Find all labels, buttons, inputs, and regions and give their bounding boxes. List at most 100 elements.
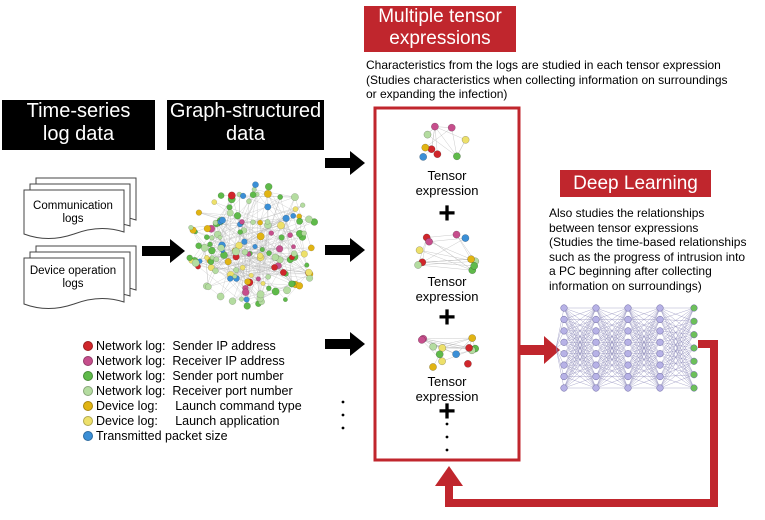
legend-item: Device log: Launch command type [83,399,302,413]
legend-item: Device log: Launch application [83,414,279,428]
nn-node [592,327,600,335]
arrow-docs-to-graph [142,239,185,263]
nn-node [592,338,600,346]
tensor-node [464,359,472,368]
graph-node [264,203,272,211]
graph-node [283,286,291,295]
graph-node [290,212,297,219]
graph-node [249,191,257,199]
graph-node [231,247,240,256]
graph-node [226,209,234,217]
nn-node [560,315,568,323]
nn-node [690,331,698,339]
graph-node [207,241,213,248]
graph-node [188,224,194,231]
legend-dot-icon [83,356,93,366]
communication-logs-label: Communication logs [33,200,113,225]
graph-node [278,234,285,241]
graph-node [287,232,293,238]
feedback-arrowhead [435,466,463,486]
graph-node [288,280,296,288]
graph-node [308,244,315,252]
graph-node [237,229,243,235]
graph-node [264,189,272,198]
graph-node [295,282,304,290]
tensor-node [461,234,470,242]
graph-node [239,219,245,225]
tensor-node [461,135,470,144]
tensor-node [414,261,422,269]
nn-node [690,317,698,325]
legend-item: Network log: Sender port number [83,369,284,383]
graph-node [280,269,287,276]
nn-node [690,371,698,379]
multiple-tensor-header: Multiple tensor expressions [364,6,516,52]
feedback-loop [445,340,718,507]
nn-node [624,373,632,381]
graph-node [301,230,307,236]
graph-node [264,183,273,191]
graph-node [275,245,284,253]
graph-node [212,219,219,226]
arrow-tensor-to-dl [520,336,560,364]
graph-node [250,219,256,225]
nn-node [624,361,632,369]
tensor-node [438,344,447,352]
tensor-node [468,334,477,342]
nn-node [560,350,568,358]
graph-node [239,192,247,200]
graph-node [211,199,218,205]
tensor-description: Characteristics from the logs are studie… [366,58,728,101]
nn-node [592,373,600,381]
nn-node [592,361,600,369]
graph-node [246,198,252,204]
nn-node [624,315,632,323]
graph-node [217,192,225,199]
tensor-expression-label-1: Tensor expression [415,168,479,198]
tensor-node [452,230,461,239]
graph-node [255,276,261,282]
ellipsis-dots-left [341,400,345,430]
graph-node [271,253,279,261]
graph-node [243,296,250,303]
tensor-box [373,106,521,462]
graph-network [186,181,319,310]
ellipsis-dots-tensor [445,422,449,452]
legend-dot-icon [83,416,93,426]
graph-node [243,302,251,310]
deep-learning-description: Also studies the relationships between t… [549,206,747,293]
nn-node [560,373,568,381]
nn-node [560,384,568,392]
graph-node [304,262,310,268]
tensor-node [447,123,456,132]
tensor-node [429,363,437,371]
nn-node [656,315,664,323]
graph-node [257,252,264,259]
graph-node [219,216,226,224]
nn-node [656,384,664,392]
nn-node [690,357,698,365]
plus-sign-2: + [438,301,456,334]
graph-node [277,221,285,230]
nn-node [592,304,600,312]
graph-node [277,194,283,200]
graph-structured-header: Graph-structured data [167,100,324,150]
legend-item: Network log: Sender IP address [83,339,276,353]
tensor-expression-label-3: Tensor expression [415,374,479,404]
graph-node [260,281,266,286]
graph-node [241,248,249,256]
nn-node [656,327,664,335]
nn-node [656,338,664,346]
tensor-node [415,246,424,255]
graph-node [233,266,240,273]
nn-node [656,304,664,312]
graph-node [213,256,220,263]
tensor-node [435,350,444,359]
device-operation-logs-label: Device operation logs [29,265,117,290]
arrow-graph-to-tensor-3 [325,332,365,356]
plus-sign-3: + [438,395,456,428]
nn-node [592,350,600,358]
graph-node [282,214,290,223]
legend-dot-icon [83,386,93,396]
graph-node [305,268,313,277]
